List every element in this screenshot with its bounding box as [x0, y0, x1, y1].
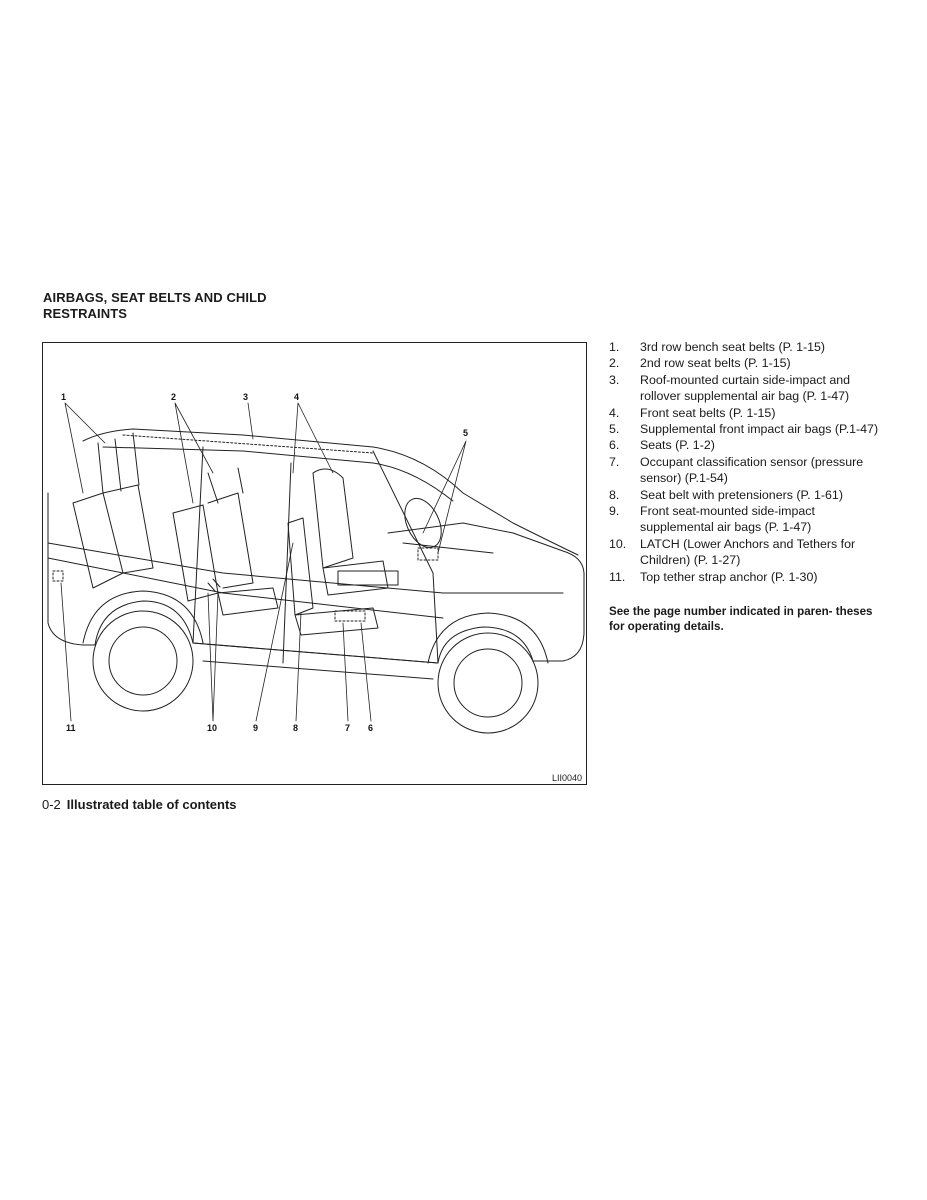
second-row-seat-back [207, 492, 254, 589]
callout-8: 8 [293, 723, 299, 733]
list-item-text: Front seat-mounted side-impact supplemen… [640, 504, 815, 535]
tether-anchor-marker [52, 570, 64, 582]
callout-6: 6 [368, 723, 374, 733]
callout-10: 10 [207, 723, 218, 733]
front-airbag-module [417, 547, 439, 561]
list-item-text: Front seat belts (P. 1-15) [640, 405, 776, 420]
list-item: 1. 3rd row bench seat belts (P. 1-15) [609, 339, 879, 355]
third-row-seat [72, 484, 154, 589]
curtain-airbag [122, 434, 374, 454]
rocker-panel [192, 642, 439, 680]
list-item-number: 1. [609, 340, 620, 354]
list-item-number: 11. [609, 569, 626, 584]
list-item: 10. LATCH (Lower Anchors and Tethers for … [609, 536, 879, 569]
dashboard [387, 522, 514, 554]
front-seat-driver [312, 468, 389, 596]
list-item: 9. Front seat-mounted side-impact supplem… [609, 503, 879, 536]
latch-anchor [207, 578, 221, 592]
list-item: 6. Seats (P. 1-2) [609, 437, 879, 453]
list-item-text: Roof-mounted curtain side-impact and rol… [640, 372, 851, 404]
page-number: 0-2 [42, 797, 61, 812]
list-item: 11. Top tether strap anchor (P. 1-30) [609, 569, 879, 585]
belt-line [47, 542, 564, 594]
footer-section-title: Illustrated table of contents [66, 797, 237, 812]
list-item-text: 2nd row seat belts (P. 1-15) [640, 356, 791, 371]
rear-wheel-rim [108, 626, 178, 696]
callout-9: 9 [253, 723, 259, 733]
roof-outline [82, 428, 579, 556]
list-item-text: LATCH (Lower Anchors and Tethers for Chi… [640, 536, 856, 568]
list-item-number: 10. [609, 536, 627, 551]
list-item-number: 9. [609, 504, 620, 519]
body-outline [47, 492, 585, 664]
list-item-number: 6. [609, 438, 620, 453]
list-item-text: Supplemental front impact air bags (P.1-… [640, 422, 879, 437]
c-pillar [192, 446, 204, 644]
callout-3: 3 [243, 392, 249, 402]
second-row-seat [172, 504, 279, 616]
list-item-text: 3rd row bench seat belts (P. 1-15) [640, 340, 826, 354]
b-pillar [282, 462, 292, 664]
list-item-text: Seat belt with pretensioners (P. 1-61) [640, 487, 843, 502]
list-item-number: 8. [609, 487, 620, 502]
callout-7: 7 [345, 723, 351, 733]
component-list: 1.3rd row bench seat belts (P. 1-15) 2.2… [609, 339, 879, 585]
occupant-sensor [334, 610, 366, 622]
front-wheel-arch [427, 612, 549, 664]
vehicle-illustration: 1 2 3 4 5 6 7 8 9 10 11 LII0040 [42, 342, 587, 785]
figure-id: LII0040 [551, 773, 582, 783]
callout-4: 4 [294, 392, 300, 402]
rear-wheel [92, 610, 194, 712]
callout-11: 11 [66, 723, 76, 733]
list-item-text: Seats (P. 1-2) [640, 438, 715, 453]
list-item: 3. Roof-mounted curtain side-impact and r… [609, 372, 879, 405]
third-row-belt [97, 432, 140, 494]
list-item-number: 7. [609, 454, 620, 469]
list-item-text: Occupant classification sensor (pressure… [640, 454, 864, 486]
list-item: 7. Occupant classification sensor (pressu… [609, 454, 879, 487]
front-wheel-rim [453, 648, 523, 718]
callout-2: 2 [171, 392, 177, 402]
section-heading-line-2: RESTRAINTS [43, 306, 128, 321]
list-item-text: Top tether strap anchor (P. 1-30) [640, 569, 818, 584]
console [337, 570, 399, 586]
vehicle-line-drawing [47, 402, 585, 734]
callout-leaders [60, 402, 467, 722]
rear-wheel-arch [82, 590, 204, 644]
page-footer: 0-2 Illustrated table of contents [42, 797, 237, 813]
list-item: 4. Front seat belts (P. 1-15) [609, 405, 879, 421]
list-item-number: 2. [609, 356, 620, 371]
operating-note: See the page number indicated in paren- … [609, 605, 873, 633]
list-item: 8. Seat belt with pretensioners (P. 1-61) [609, 487, 879, 503]
front-seat-passenger [287, 517, 379, 636]
roof-inner [102, 446, 454, 502]
list-item: 2. 2nd row seat belts (P. 1-15) [609, 355, 879, 371]
list-item-number: 5. [609, 422, 620, 437]
second-row-belt [207, 467, 244, 504]
list-item-number: 4. [609, 405, 620, 420]
front-wheel [437, 632, 539, 734]
steering-wheel [404, 497, 442, 549]
section-heading: AIRBAGS, SEAT BELTS AND CHILD RESTRAINTS [43, 290, 343, 322]
list-item: 5. Supplemental front impact air bags (P.… [609, 421, 879, 437]
section-heading-line-1: AIRBAGS, SEAT BELTS AND CHILD [43, 290, 267, 305]
callout-5: 5 [463, 428, 469, 438]
a-pillar [372, 450, 439, 664]
callout-1: 1 [61, 392, 67, 402]
list-item-number: 3. [609, 372, 620, 387]
